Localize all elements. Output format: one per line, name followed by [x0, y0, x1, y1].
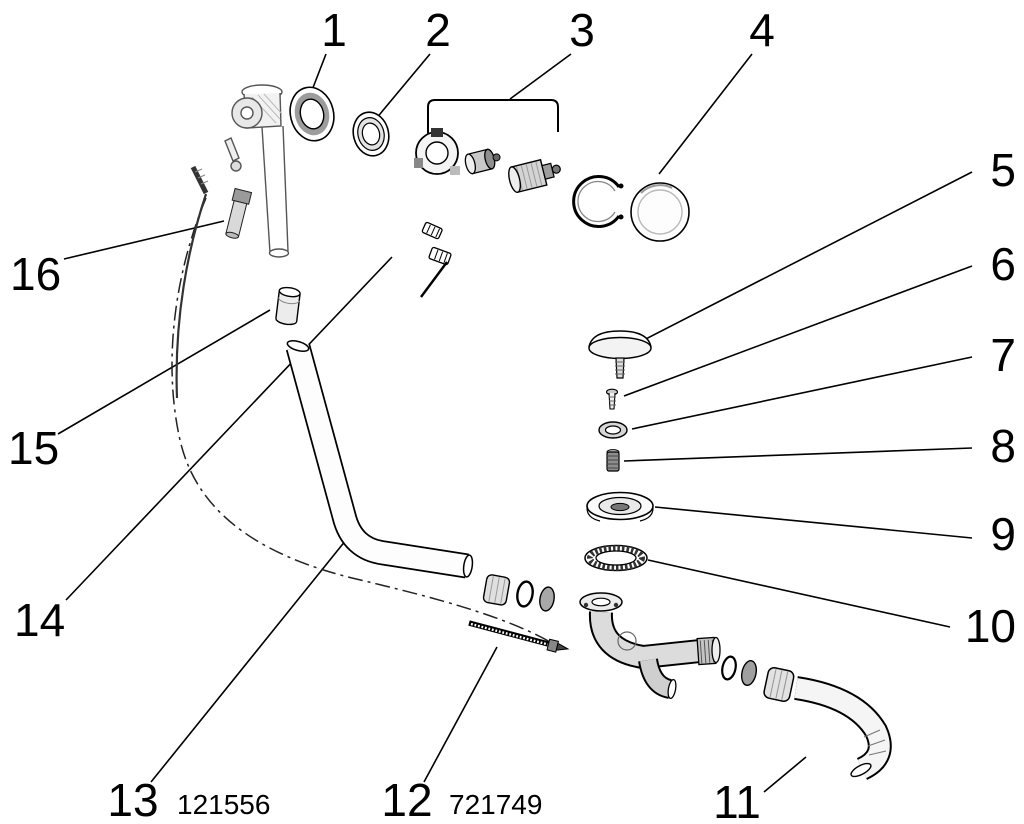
callout-3: 3	[569, 4, 595, 56]
coupling-parts	[482, 574, 555, 612]
leader-15	[57, 309, 271, 435]
callout-6: 6	[990, 238, 1016, 290]
callout-15: 15	[8, 422, 59, 474]
retaining-ring	[572, 175, 621, 228]
leader-4	[658, 53, 753, 175]
part-code-721749: 721749	[449, 789, 542, 820]
leader-13	[150, 539, 347, 783]
leader-2	[374, 53, 431, 121]
part-5-stopper	[588, 330, 652, 379]
part-10-corrugated-seal	[584, 544, 648, 572]
mixer-bracket	[224, 137, 240, 162]
leader-5	[631, 171, 973, 347]
part-13-overflow-pipe	[285, 340, 474, 579]
leader-9	[654, 506, 973, 539]
part-15-pipe-connector	[275, 286, 301, 326]
mixer-spout	[261, 126, 271, 254]
o-ring-white	[516, 580, 534, 608]
callout-13: 13	[107, 774, 158, 824]
callout-11: 11	[713, 776, 761, 824]
part-7-washer	[598, 421, 628, 439]
drain-parts-column	[584, 330, 654, 572]
cable-adapter	[225, 187, 253, 239]
cable-centerline	[171, 197, 558, 647]
callout-10: 10	[965, 600, 1016, 652]
part-16-bowden-cable	[175, 165, 253, 399]
leader-6	[623, 265, 973, 397]
callout-labels: 1 2 3 4 5 6 7 8 9 10 11 12 13 14 15 16	[8, 4, 1016, 824]
callout-5: 5	[990, 144, 1016, 196]
leader-12	[423, 646, 498, 783]
part-12-threaded-rod	[468, 620, 570, 653]
part-3-cartridge-set	[414, 99, 561, 194]
leader-7	[631, 356, 973, 430]
callout-9: 9	[990, 508, 1016, 560]
hose-o-ring-2	[740, 659, 758, 687]
leader-10	[647, 559, 951, 628]
part-4-cover-set	[572, 175, 690, 242]
brace-3	[427, 99, 559, 138]
part-2-ring	[352, 111, 390, 157]
callout-2: 2	[425, 4, 451, 56]
part-6-screw	[605, 388, 619, 410]
part-1-seal-ring	[289, 86, 335, 142]
leader-16	[63, 220, 225, 260]
callout-16: 16	[10, 248, 61, 300]
callout-4: 4	[749, 4, 775, 56]
callout-7: 7	[990, 329, 1016, 381]
hose-nut	[763, 666, 795, 702]
part-number-codes: 121556 721749	[177, 789, 542, 820]
coupling-nut	[482, 574, 511, 606]
hose-o-ring-1	[721, 655, 737, 681]
callout-8: 8	[990, 420, 1016, 472]
mixer-unit	[224, 84, 290, 258]
male-thread	[696, 636, 721, 666]
part-14-clip-set	[420, 221, 452, 298]
leader-8	[623, 447, 973, 462]
part-9-drain-flange	[586, 491, 654, 522]
callout-12: 12	[381, 774, 432, 824]
o-ring-gray	[539, 586, 555, 612]
leader-3	[509, 53, 572, 100]
callout-14: 14	[14, 594, 65, 646]
leader-11	[763, 756, 807, 793]
callout-1: 1	[321, 4, 347, 56]
part-11-outlet-hose	[721, 655, 892, 780]
adapter-sleeve	[464, 148, 501, 175]
mounting-ring	[414, 128, 460, 175]
valve-body	[508, 158, 561, 194]
part-8-threaded-insert	[606, 449, 620, 472]
waste-overflow-fitting	[579, 592, 721, 700]
part-code-121556: 121556	[177, 789, 270, 820]
leader-14	[65, 256, 393, 601]
leader-lines	[57, 53, 973, 793]
cover-knob	[630, 182, 690, 242]
